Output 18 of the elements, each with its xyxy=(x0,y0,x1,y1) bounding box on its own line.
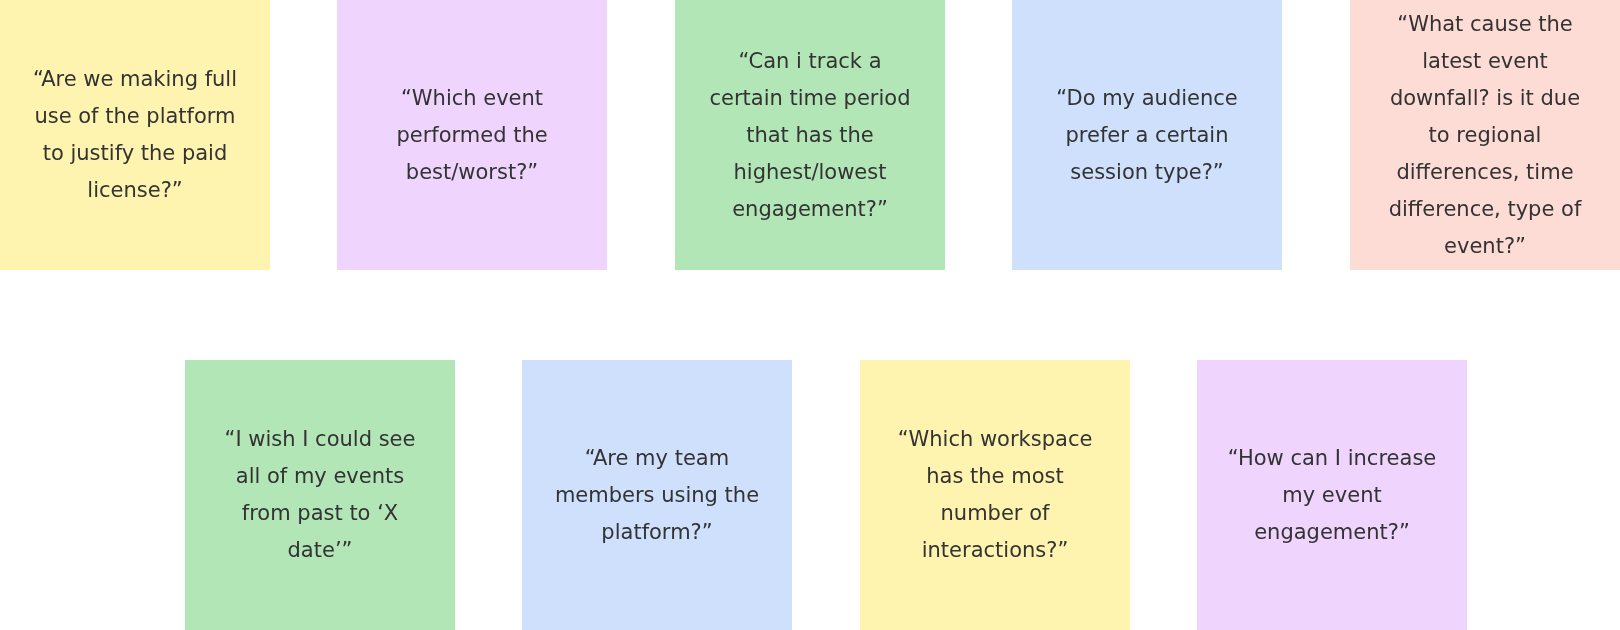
note-text: “Are we making full use of the platform to justify the paid license?” xyxy=(31,66,239,204)
sticky-note xyxy=(1012,0,1282,270)
note-text: “Which workspace has the most number of interactions?” xyxy=(896,426,1094,564)
sticky-note xyxy=(675,0,945,270)
note-text: “Do my audience prefer a certain session type?” xyxy=(1055,84,1239,186)
note-text: “Are my team members using the platform?” xyxy=(553,444,761,546)
note-text: “What cause the latest event downfall? is it due to regional differences, time difference, type of event?” xyxy=(1387,10,1583,260)
sticky-note xyxy=(0,0,270,270)
sticky-note xyxy=(1197,360,1467,630)
note-text: “How can I increase my event engagement?” xyxy=(1227,444,1437,546)
note-text: “Can i track a certain time period that has the highest/lowest engagement?” xyxy=(708,47,912,223)
sticky-note xyxy=(185,360,455,630)
sticky-note xyxy=(337,0,607,270)
sticky-note xyxy=(522,360,792,630)
note-text: “Which event performed the best/worst?” xyxy=(395,84,549,186)
sticky-note xyxy=(1350,0,1620,270)
sticky-note xyxy=(860,360,1130,630)
note-text: “I wish I could see all of my events from past to ‘X date’” xyxy=(223,426,417,564)
